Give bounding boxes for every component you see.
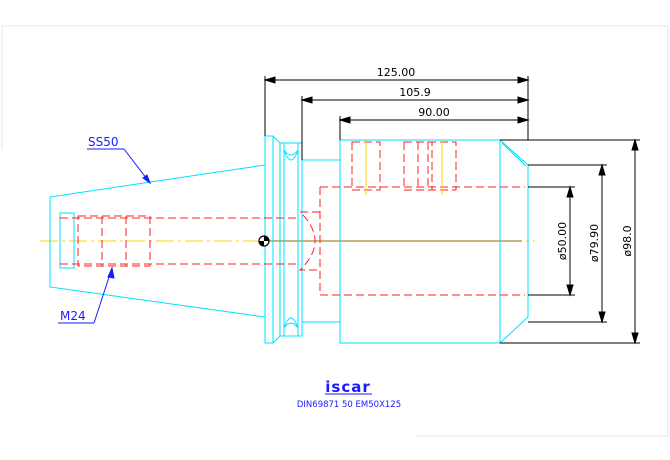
part-designation: DIN69871 50 EM50X125 xyxy=(297,400,401,410)
dimension-texts: 125.00 105.9 90.00 ø50.00 ø79.90 ø98.0 xyxy=(377,66,634,262)
callout-taper: SS50 xyxy=(88,135,119,149)
dim-body-diameter: ø79.90 xyxy=(588,224,601,262)
iscar-logo: iscar xyxy=(325,378,372,396)
callout-thread: M24 xyxy=(60,309,86,323)
logo-text: iscar xyxy=(325,378,370,396)
dim-flange-diameter: ø98.0 xyxy=(621,225,634,256)
dim-bore-diameter: ø50.00 xyxy=(556,222,569,260)
callouts xyxy=(58,148,152,324)
toolholder-outline xyxy=(49,135,529,344)
dim-bore-depth: 90.00 xyxy=(418,106,450,119)
dim-mid-length: 105.9 xyxy=(399,86,431,99)
dim-overall-length: 125.00 xyxy=(377,66,416,79)
dimension-lines xyxy=(263,76,640,345)
center-mark xyxy=(258,235,270,247)
hidden-lines xyxy=(60,141,525,296)
sheet-border xyxy=(1,25,669,437)
screw-centerlines xyxy=(365,140,443,195)
